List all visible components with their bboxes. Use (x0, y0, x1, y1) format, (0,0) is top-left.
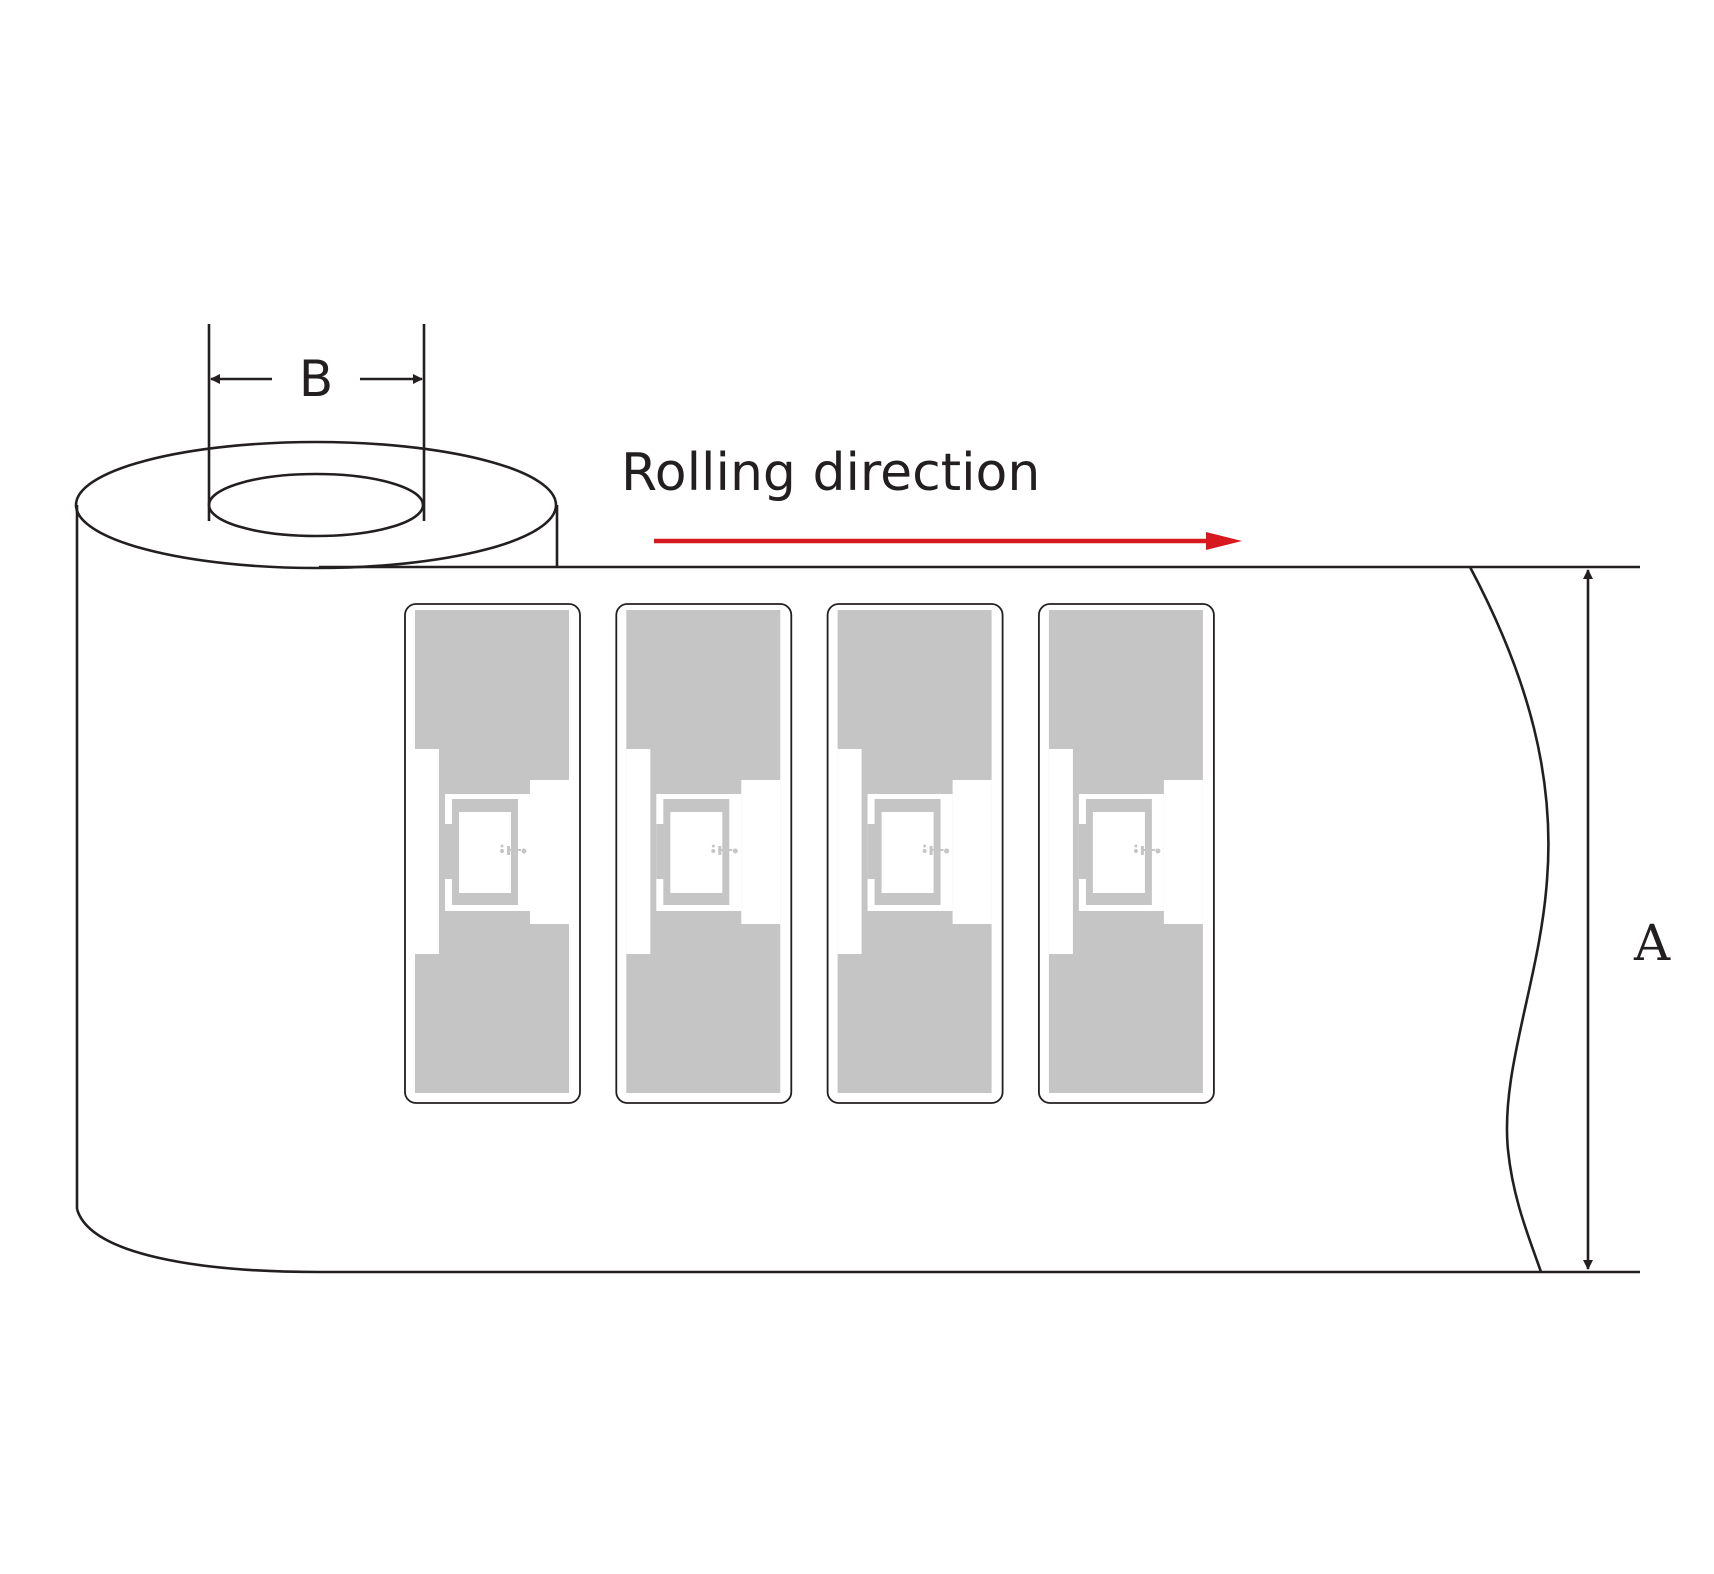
antenna-left-cutout (837, 749, 862, 954)
roll-core (207, 472, 425, 538)
rfid-label (615, 603, 793, 1104)
antenna-right-cutout (741, 780, 781, 924)
dimension-b: B (207, 324, 426, 521)
antenna-loop-connector (1078, 824, 1087, 879)
roll-bottom-curve (75, 1208, 320, 1274)
antenna-loop-connector (445, 824, 453, 879)
roll-top-face (74, 440, 558, 570)
chip (1140, 846, 1144, 855)
chip-dot (711, 844, 715, 848)
antenna-right-cutout (952, 780, 992, 924)
rfid-label (826, 603, 1004, 1104)
chip-dot (922, 849, 927, 853)
rfid-label (1038, 603, 1215, 1104)
chip-dot (944, 848, 950, 854)
chip-dot (500, 844, 504, 848)
rfid-labels (404, 603, 1215, 1104)
chip-trace (929, 849, 944, 851)
antenna-right-cutout (530, 780, 569, 924)
dimension-b-label: B (299, 350, 333, 408)
chip-dot (1155, 848, 1161, 854)
dimension-a: A (1583, 569, 1671, 1270)
rfid-label (404, 603, 581, 1104)
rolling-direction-arrow (654, 532, 1242, 550)
antenna-right-cutout (1163, 780, 1203, 924)
chip (929, 846, 933, 855)
chip-trace (507, 849, 521, 851)
rolling-direction-arrow-head (1206, 532, 1242, 550)
chip-dot (1134, 844, 1138, 848)
label-roll (74, 440, 559, 1274)
chip-trace (718, 849, 733, 851)
chip-dot (732, 848, 738, 854)
chip (718, 846, 722, 855)
antenna-left-cutout (1048, 749, 1073, 954)
web-tear-edge (1468, 566, 1550, 1273)
antenna-loop-connector (656, 824, 665, 879)
chip-dot (521, 848, 527, 854)
antenna-left-cutout (415, 749, 439, 954)
antenna-left-cutout (626, 749, 651, 954)
chip-dot (711, 849, 716, 853)
rolling-direction-label: Rolling direction (621, 443, 1040, 503)
dimension-a-label: A (1633, 914, 1671, 972)
chip-dot (1133, 849, 1138, 853)
chip-dot (500, 849, 504, 853)
label-web (319, 565, 1640, 1274)
chip-trace (1140, 849, 1155, 851)
antenna-loop-connector (867, 824, 876, 879)
chip (507, 846, 510, 855)
chip-dot (923, 844, 927, 848)
